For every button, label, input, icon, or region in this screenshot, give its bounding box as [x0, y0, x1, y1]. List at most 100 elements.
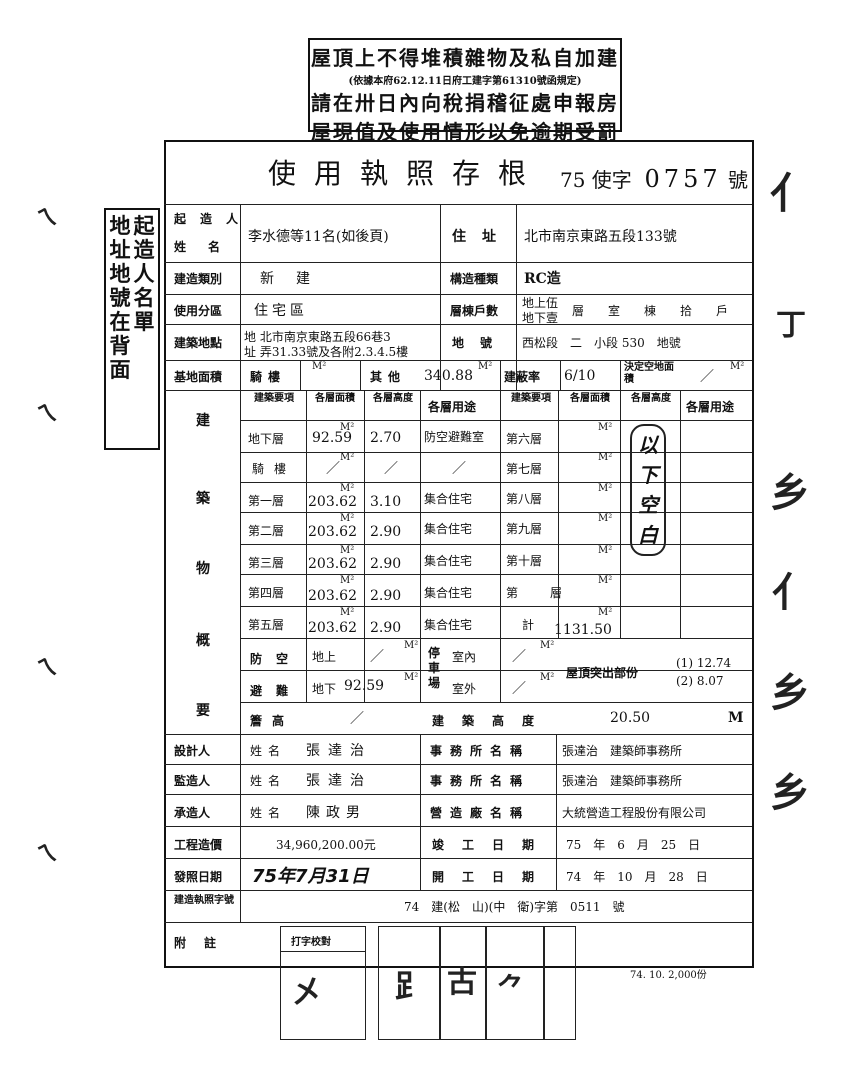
approval-stamp-box: ⻊ [378, 926, 440, 1040]
floor-name-right: 第 層 [506, 586, 573, 600]
supervisor-firm: 張達治 建築師事務所 [562, 774, 683, 788]
applicant-label-2: 姓名 [174, 240, 243, 254]
floor-use: 集合住宅 [424, 492, 473, 506]
col-item-header-right: 建築要項 [511, 393, 551, 404]
license-value: 74 建(松 山)(中 衛)字第 0511 號 [404, 900, 625, 914]
permit-number-value: 0757 [644, 165, 722, 193]
margin-mark: 亻 [770, 169, 813, 218]
m2-unit: M² [340, 513, 355, 524]
address-value: 北市南京東路五段133號 [524, 229, 677, 245]
base-area-other: 其他 [370, 370, 407, 384]
roof-label: 屋頂突出部份 [566, 666, 639, 680]
margin-mark: 乡 [770, 770, 810, 816]
m2-unit: M² [340, 575, 355, 586]
signature-stamp: ⺈ [497, 972, 526, 1005]
col-height-header: 各層高度 [373, 393, 413, 404]
base-area-arcade: 騎樓 [250, 370, 287, 384]
contractor-firm: 大統營造工程股份有限公司 [562, 806, 707, 820]
notice-line-2: (依據本府62.12.11日府工建字第61310號函規定) [348, 76, 582, 87]
floor-name: 地下層 [248, 432, 285, 446]
margin-mark: 乡 [770, 470, 810, 516]
decided-area-value: ／ [700, 369, 714, 385]
applicant-value: 李水德等11名(如後頁) [248, 229, 389, 245]
cost-label: 工程造價 [174, 838, 223, 852]
address-label: 住址 [452, 229, 512, 245]
typed-check-box: 打字校對 㐅 [280, 926, 366, 1040]
contractor-name: 陳政男 [306, 805, 366, 821]
section-char: 築 [196, 491, 210, 507]
typed-check-label: 打字校對 [291, 937, 331, 948]
floor-name: 第二層 [248, 524, 285, 538]
coverage-label: 建蔽率 [504, 370, 541, 384]
shelter-label-1: 防空 [250, 652, 303, 666]
supervisor-role: 監造人 [174, 774, 211, 788]
shelter-below-value: 92.59 [344, 678, 385, 694]
floor-height: 2.90 [370, 556, 402, 572]
margin-mark: 亻 [772, 570, 812, 616]
floor-use: 防空避難室 [424, 430, 485, 444]
parking-indoor-value: ／ [512, 649, 526, 665]
floor-area: 203.62 [308, 620, 357, 636]
margin-mark: ㄟ [36, 206, 59, 231]
eave-value: ／ [350, 711, 364, 727]
shelter-below-label: 地下 [312, 682, 337, 696]
start-value: 74 年 10 月 28 日 [566, 870, 708, 884]
permit-number: 75 使字 0757 號 [560, 164, 748, 193]
floor-use: 集合住宅 [424, 586, 473, 600]
floor-area: ／ [326, 461, 340, 477]
m2-unit: M² [598, 607, 613, 618]
m2-unit: M² [478, 361, 493, 372]
floors-above: 地上伍 [522, 296, 559, 310]
issue-value: 75年7月31日 [252, 866, 369, 887]
margin-mark: ㄟ [36, 842, 59, 867]
site-line-2: 址 弄31.33號及各附2.3.4.5樓 [244, 345, 409, 359]
lot-label: 地號 [452, 336, 509, 350]
floor-use: 集合住宅 [424, 554, 473, 568]
side-note-col-1: 起造人名單 [133, 213, 155, 334]
supervisor-name: 張達治 [306, 773, 372, 789]
floor-name: 騎樓 [252, 462, 297, 476]
notice-box: 屋頂上不得堆積雜物及私自加建 (依據本府62.12.11日府工建字第61310號… [308, 38, 622, 144]
section-char: 要 [196, 703, 210, 719]
permit-form [164, 140, 754, 968]
margin-mark: ㄟ [36, 656, 59, 681]
floor-height: ／ [384, 461, 398, 477]
floor-name-right: 第七層 [506, 462, 543, 476]
floor-name-right: 計 [522, 618, 535, 632]
side-note-col-2: 地址地號在背面 [109, 213, 131, 382]
col-area-header: 各層面積 [315, 393, 355, 404]
floors-rest: 層 室 棟 拾 戶 [572, 304, 729, 318]
m2-unit: M² [540, 640, 555, 651]
notice-line-1: 屋頂上不得堆積雜物及私自加建 [311, 46, 619, 70]
shelter-above-value: ／ [370, 649, 384, 665]
col-area-header-right: 各層面積 [570, 393, 610, 404]
floor-height: 2.90 [370, 588, 402, 604]
notice-line-3: 請在卅日內向稅捐稽征處申報房 [311, 91, 619, 115]
floor-name: 第五層 [248, 618, 285, 632]
base-area-label: 基地面積 [174, 370, 223, 384]
m2-unit: M² [340, 422, 355, 433]
lot-value: 西松段 二 小段 530 地號 [522, 336, 681, 350]
m2-unit: M² [730, 361, 745, 372]
m2-unit: M² [598, 513, 613, 524]
parking-outdoor-value: ／ [512, 681, 526, 697]
m2-unit: M² [340, 545, 355, 556]
section-char: 物 [196, 561, 210, 577]
col-item-header: 建築要項 [254, 393, 294, 404]
parking-indoor: 室內 [452, 650, 477, 664]
permit-suffix: 號 [727, 168, 748, 192]
roof-value-1: (1) 12.74 [676, 656, 732, 670]
coverage-value: 6/10 [564, 368, 596, 384]
approval-stamp-box: ⺈ [486, 926, 544, 1040]
approval-stamp-box: 古 [440, 926, 486, 1040]
shelter-above-label: 地上 [312, 650, 337, 664]
permit-prefix: 75 使字 [560, 168, 632, 192]
designer-name: 張達治 [306, 743, 372, 759]
contractor-role: 承造人 [174, 806, 211, 820]
finish-value: 75 年 6 月 25 日 [566, 838, 701, 852]
floor-area: 203.62 [308, 588, 357, 604]
building-height-label: 建築高度 [432, 714, 553, 728]
supervisor-name-label: 姓名 [250, 774, 287, 788]
floor-name: 第四層 [248, 586, 285, 600]
contractor-name-label: 姓名 [250, 806, 287, 820]
